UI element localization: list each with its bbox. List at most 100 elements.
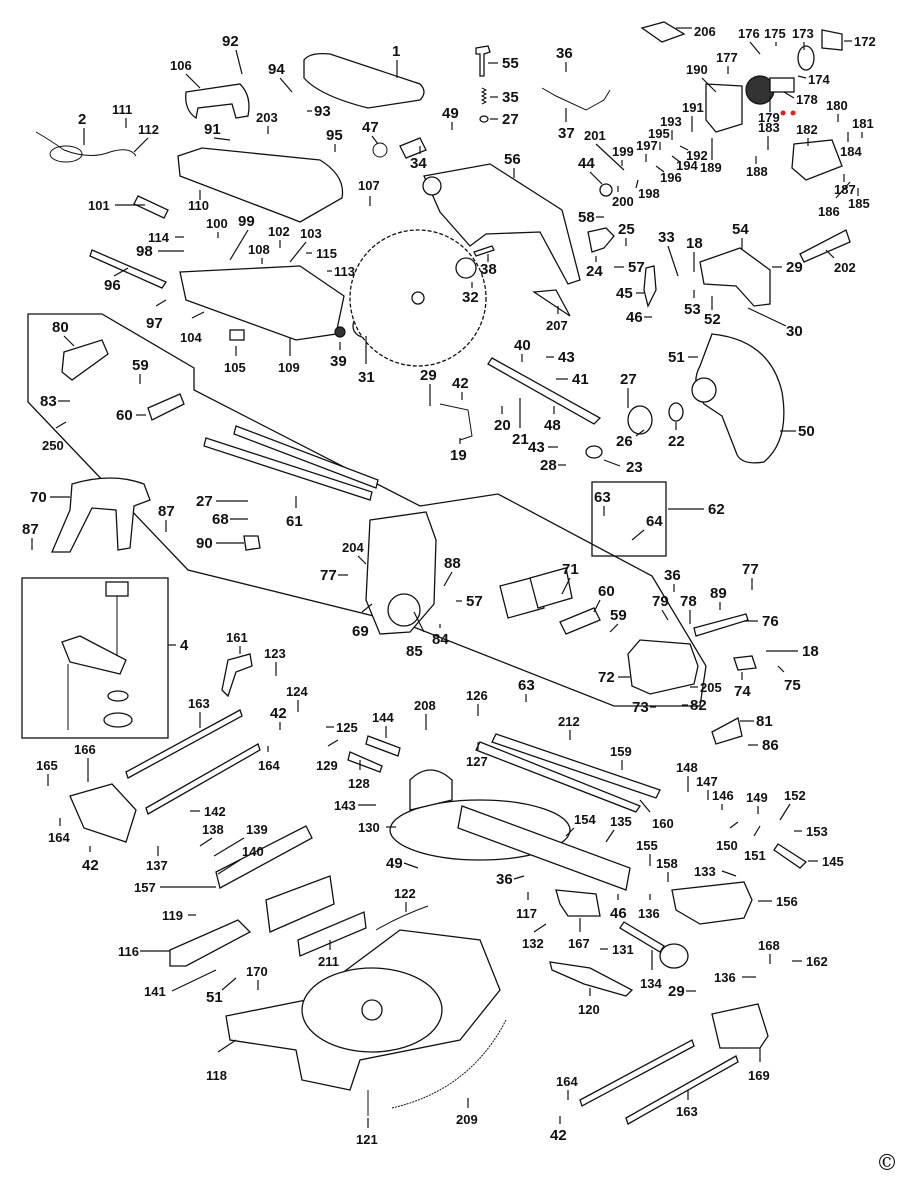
part-label-93: 93 bbox=[314, 103, 331, 120]
saw-blade-arbor bbox=[411, 291, 425, 305]
part-60-plate bbox=[147, 393, 185, 421]
part-label-191: 191 bbox=[682, 100, 704, 115]
part-label-123: 123 bbox=[264, 646, 286, 661]
part-50-pivot bbox=[691, 377, 717, 403]
part-label-163: 163 bbox=[676, 1104, 698, 1119]
part-label-73: 73 bbox=[632, 699, 649, 716]
leader-line-91 bbox=[213, 137, 231, 141]
leader-line-75 bbox=[777, 665, 785, 673]
part-label-21: 21 bbox=[512, 431, 529, 448]
part-label-87: 87 bbox=[22, 521, 39, 538]
part-label-29: 29 bbox=[420, 367, 437, 384]
part-label-164: 164 bbox=[556, 1074, 578, 1089]
part-label-174: 174 bbox=[808, 72, 830, 87]
part-label-144: 144 bbox=[372, 710, 394, 725]
part-label-35: 35 bbox=[502, 89, 519, 106]
part-label-167: 167 bbox=[568, 936, 590, 951]
part-38-bolt bbox=[473, 245, 495, 257]
part-163-rod-1 bbox=[125, 709, 243, 779]
part-label-61: 61 bbox=[286, 513, 303, 530]
part-label-208: 208 bbox=[414, 698, 436, 713]
part-label-142: 142 bbox=[204, 804, 226, 819]
part-label-102: 102 bbox=[268, 224, 290, 239]
part-label-94: 94 bbox=[268, 61, 285, 78]
part-71-sleeve-2 bbox=[529, 567, 573, 609]
leader-line-88 bbox=[443, 571, 453, 587]
part-label-36: 36 bbox=[496, 871, 513, 888]
part-label-82: 82 bbox=[690, 697, 707, 714]
leader-line-140 bbox=[217, 859, 241, 875]
part-label-57: 57 bbox=[466, 593, 483, 610]
parts-layer bbox=[35, 21, 851, 1125]
part-label-51: 51 bbox=[668, 349, 685, 366]
part-207-label bbox=[532, 289, 571, 317]
part-label-209: 209 bbox=[456, 1112, 478, 1127]
part-label-107: 107 bbox=[358, 178, 380, 193]
part-label-133: 133 bbox=[694, 864, 716, 879]
leader-line-186 bbox=[835, 181, 851, 199]
part-label-148: 148 bbox=[676, 760, 698, 775]
part-label-27: 27 bbox=[620, 371, 637, 388]
part-label-173: 173 bbox=[792, 26, 814, 41]
part-label-50: 50 bbox=[798, 423, 815, 440]
part-label-125: 125 bbox=[336, 720, 358, 735]
part-label-76: 76 bbox=[762, 613, 779, 630]
part-label-91: 91 bbox=[204, 121, 221, 138]
leader-line-51 bbox=[221, 977, 237, 991]
leader-line-141 bbox=[171, 969, 217, 992]
leader-line-201 bbox=[595, 143, 625, 171]
leader-line-202 bbox=[825, 249, 835, 259]
part-109-base bbox=[179, 265, 345, 341]
part-label-161: 161 bbox=[226, 630, 248, 645]
part-182-field bbox=[791, 139, 843, 181]
part-161-lever bbox=[221, 653, 253, 698]
part-label-64: 64 bbox=[646, 513, 663, 530]
part-label-74: 74 bbox=[734, 683, 751, 700]
part-label-88: 88 bbox=[444, 555, 461, 572]
part-label-168: 168 bbox=[758, 938, 780, 953]
leader-line-154 bbox=[565, 827, 575, 837]
part-label-62: 62 bbox=[708, 501, 725, 518]
leader-line-176 bbox=[749, 41, 761, 55]
part-label-34: 34 bbox=[410, 155, 427, 172]
part-23-washer bbox=[585, 445, 603, 459]
part-167-detent bbox=[555, 889, 601, 917]
part-19-bracket bbox=[439, 403, 473, 441]
part-label-77: 77 bbox=[320, 567, 337, 584]
part-label-130: 130 bbox=[358, 820, 380, 835]
part-label-104: 104 bbox=[180, 330, 202, 345]
part-2-cord bbox=[35, 131, 137, 157]
part-label-126: 126 bbox=[466, 688, 488, 703]
part-label-212: 212 bbox=[558, 714, 580, 729]
leader-line-174 bbox=[797, 75, 807, 79]
part-label-83: 83 bbox=[40, 393, 57, 410]
part-label-180: 180 bbox=[826, 98, 848, 113]
part-116-fence-base bbox=[169, 919, 252, 967]
part-label-187: 187 bbox=[834, 182, 856, 197]
leader-line-196 bbox=[655, 165, 665, 173]
part-label-106: 106 bbox=[170, 58, 192, 73]
part-label-250: 250 bbox=[42, 438, 64, 453]
part-label-42: 42 bbox=[270, 705, 287, 722]
leader-line-80 bbox=[63, 335, 75, 347]
part-label-147: 147 bbox=[696, 774, 718, 789]
part-24-bracket bbox=[587, 227, 615, 253]
part-label-97: 97 bbox=[146, 315, 163, 332]
part-label-188: 188 bbox=[746, 164, 768, 179]
part-label-63: 63 bbox=[594, 489, 611, 506]
part-label-78: 78 bbox=[680, 593, 697, 610]
part-label-200: 200 bbox=[612, 194, 634, 209]
part-label-158: 158 bbox=[656, 856, 678, 871]
part-label-128: 128 bbox=[348, 776, 370, 791]
part-56-pivot bbox=[422, 176, 442, 196]
part-label-141: 141 bbox=[144, 984, 166, 999]
part-label-135: 135 bbox=[610, 814, 632, 829]
part-label-115: 115 bbox=[316, 246, 337, 261]
part-label-170: 170 bbox=[246, 964, 268, 979]
part-72-bracket bbox=[627, 639, 699, 695]
part-label-36: 36 bbox=[664, 567, 681, 584]
part-44-bearing bbox=[599, 183, 613, 197]
part-4-knob bbox=[105, 581, 129, 597]
part-label-122: 122 bbox=[394, 886, 416, 901]
